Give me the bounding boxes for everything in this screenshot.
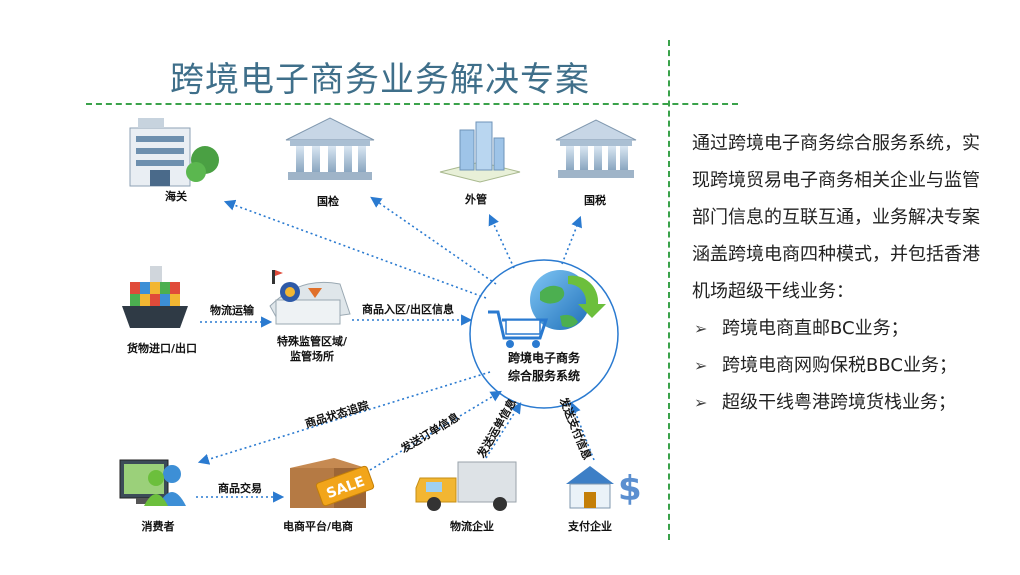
zone-label-1: 特殊监管区域/: [277, 334, 348, 348]
cargo-ship-icon: [122, 266, 188, 328]
list-item: ➢跨境电商网购保税BBC业务；: [692, 347, 992, 384]
arrow-to-forex: [488, 213, 515, 269]
edge-label-zone-info: 商品入区/出区信息: [362, 302, 454, 316]
description-panel: 通过跨境电子商务综合服务系统，实现跨境贸易电子商务相关企业与监管部门信息的互联互…: [692, 125, 992, 421]
forex-label: 外管: [464, 192, 487, 206]
cargo-label: 货物进口/出口: [126, 341, 197, 355]
customs-node: 海关: [129, 118, 219, 203]
logistics-label: 物流企业: [450, 519, 494, 533]
architecture-diagram: 跨境电子商务 综合服务系统 海关 国检: [119, 117, 642, 533]
page-title: 跨境电子商务业务解决专案: [170, 60, 590, 100]
hub-label-2: 综合服务系统: [508, 368, 580, 383]
payment-label: 支付企业: [567, 519, 612, 533]
edge-label-logistics-transport: 物流运输: [210, 303, 255, 317]
customs-label: 海关: [165, 189, 187, 203]
truck-icon: [415, 461, 517, 511]
edge-label-order-info: 发送订单信息: [397, 410, 462, 457]
hub-node: 跨境电子商务 综合服务系统: [469, 259, 619, 409]
arrow-bullet-icon: ➢: [694, 393, 708, 412]
edge-label-payment-info: 发送支付信息: [556, 394, 594, 461]
payment-node: $ 支付企业: [566, 466, 642, 533]
office-building-icon: [129, 118, 219, 187]
hub-label-1: 跨境电子商务: [508, 350, 581, 365]
edge-label-trade: 商品交易: [218, 481, 262, 495]
tax-label: 国税: [584, 193, 606, 207]
list-item: ➢跨境电商直邮BC业务；: [692, 310, 992, 347]
panel-intro: 通过跨境电子商务综合服务系统，实现跨境贸易电子商务相关企业与监管部门信息的互联互…: [692, 133, 980, 302]
user-computer-icon: [119, 459, 186, 506]
zone-label-2: 监管场所: [290, 349, 334, 363]
tower-building-icon: [439, 121, 521, 183]
edge-label-waybill-info: 发送运单信息: [473, 396, 519, 461]
arrow-to-tax: [561, 215, 582, 265]
warehouse-icon: [269, 270, 351, 325]
arrow-to-customs: [223, 199, 487, 299]
arrow-logistics-to-hub: [485, 402, 522, 459]
forex-node: 外管: [439, 121, 521, 206]
inspection-node: 国检: [285, 117, 375, 208]
list-item: ➢超级干线粤港跨境货栈业务；: [692, 384, 992, 421]
platform-label: 电商平台/电商: [283, 519, 353, 533]
sale-box-icon: SALE: [290, 458, 375, 508]
zone-node: 特殊监管区域/ 监管场所: [269, 270, 351, 363]
platform-node: SALE 电商平台/电商: [283, 458, 375, 533]
arrow-to-inspection: [370, 196, 497, 285]
government-building-icon: [285, 117, 375, 180]
government-building-icon: [555, 119, 637, 178]
arrow-bullet-icon: ➢: [694, 319, 708, 338]
inspection-label: 国检: [317, 194, 339, 208]
arrow-bullet-icon: ➢: [694, 356, 708, 375]
tax-node: 国税: [555, 119, 637, 207]
mode-list: ➢跨境电商直邮BC业务； ➢跨境电商网购保税BBC业务； ➢超级干线粤港跨境货栈…: [692, 310, 992, 421]
arrow-payment-to-hub: [570, 401, 595, 461]
arrow-platform-to-hub: [369, 390, 502, 471]
arrow-hub-to-consumer: [197, 371, 491, 465]
title-divider: [86, 103, 738, 105]
consumer-label: 消费者: [142, 519, 175, 533]
svg-text:$: $: [618, 469, 642, 509]
cargo-node: 货物进口/出口: [122, 266, 197, 355]
logistics-node: 物流企业: [415, 461, 517, 533]
consumer-node: 消费者: [119, 459, 186, 533]
panel-divider: [668, 40, 670, 540]
globe-cart-icon: [488, 270, 606, 348]
dollar-house-icon: $: [566, 466, 642, 509]
edge-label-status-tracking: 商品状态追踪: [303, 398, 370, 431]
